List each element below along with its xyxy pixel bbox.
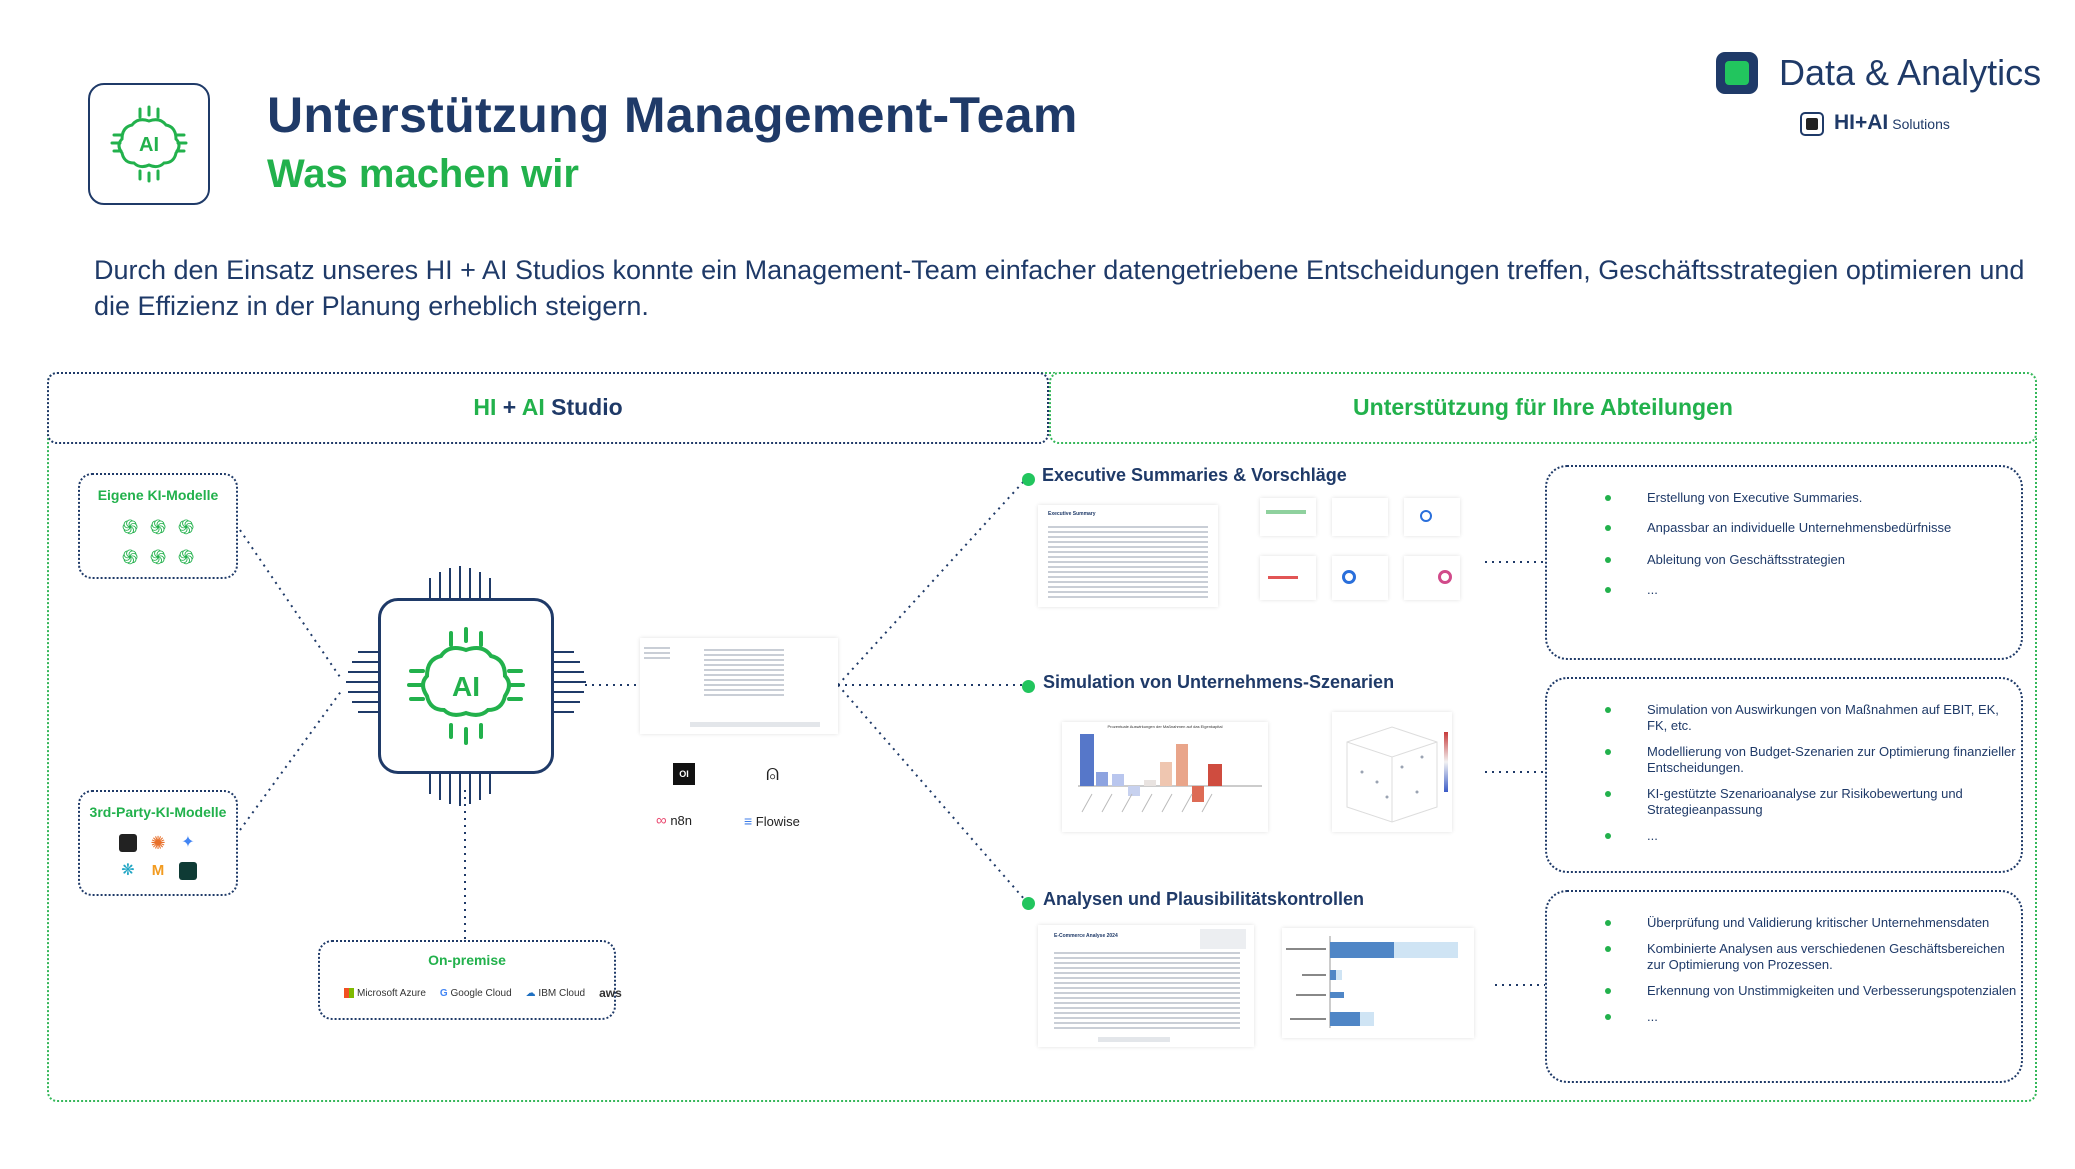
gemini-icon: ✦ bbox=[181, 834, 195, 851]
title-plus: + bbox=[502, 394, 517, 420]
perplexity-icon: ❋ bbox=[121, 862, 135, 879]
section-title-executive: Executive Summaries & Vorschläge bbox=[1042, 465, 1347, 485]
section-title-analysen: Analysen und Plausibilitätskontrollen bbox=[1043, 889, 1365, 909]
title-hi: HI bbox=[473, 394, 497, 420]
ibm-cloud-label: IBM Cloud bbox=[538, 987, 586, 999]
feature-box-simulation: Simulation von Auswirkungen von Maßnahme… bbox=[1545, 677, 2023, 873]
own-models-box: Eigene KI-Modelle ֍ ֍ ֍ ֍ ֍ ֍ bbox=[78, 473, 238, 579]
n8n-logo: ∞ n8n bbox=[656, 812, 693, 829]
google-cloud-label: Google Cloud bbox=[450, 987, 512, 999]
mistral-icon: M bbox=[151, 862, 165, 879]
section-bullet bbox=[1022, 897, 1035, 910]
openai-brain-icon: ֍ bbox=[149, 517, 167, 539]
section-title-simulation: Simulation von Unternehmens-Szenarien bbox=[1043, 672, 1395, 692]
openai-brain-icon: ֍ bbox=[149, 547, 167, 569]
scenario-3d-plot bbox=[1346, 726, 1448, 823]
aws-logo: aws bbox=[599, 986, 622, 1000]
intro-text: Durch den Einsatz unseres HI + AI Studio… bbox=[94, 255, 2025, 321]
brand-logo-icon bbox=[1716, 52, 1758, 94]
ecommerce-doc-title: E-Commerce Analyse 2024 bbox=[1054, 933, 1118, 939]
feature-item: Ableitung von Geschäftsstrategien bbox=[1547, 552, 2021, 568]
feature-item: Erstellung von Executive Summaries. bbox=[1547, 490, 2021, 506]
third-party-models-box: 3rd-Party-KI-Modelle ✺ ✦ ❋ M bbox=[78, 790, 238, 896]
header-logo: AI bbox=[88, 83, 210, 205]
title-ai: AI bbox=[521, 394, 545, 420]
scenario-3d-chart-thumbnail bbox=[1332, 712, 1452, 832]
on-premise-box: On-premise Microsoft Azure G Google Clou… bbox=[318, 940, 622, 1020]
openai-brain-icon: ֍ bbox=[121, 517, 139, 539]
ecommerce-bar-chart bbox=[1286, 936, 1458, 1028]
left-panel-header bbox=[47, 372, 1049, 444]
ecommerce-analysis-thumbnail: E-Commerce Analyse 2024 bbox=[1038, 925, 1254, 1047]
simulation-chart-title: Prozentuale Auswirkungen der Maßnahmen a… bbox=[1107, 724, 1223, 729]
feature-item: Überprüfung und Validierung kritischer U… bbox=[1547, 915, 2021, 931]
feature-item: KI-gestützte Szenarioanalyse zur Risikob… bbox=[1547, 786, 2021, 818]
third-party-models-title: 3rd-Party-KI-Modelle bbox=[89, 804, 227, 820]
openai-brain-icon: ֍ bbox=[121, 547, 139, 569]
claude-icon: ✺ bbox=[150, 833, 166, 853]
simulation-bar-chart-thumbnail: Prozentuale Auswirkungen der Maßnahmen a… bbox=[1062, 722, 1268, 832]
chip-pins bbox=[346, 566, 586, 806]
flowise-logo: ≡ Flowise bbox=[744, 813, 800, 829]
feature-item: ... bbox=[1547, 828, 2021, 844]
ai-chip: AI bbox=[378, 598, 554, 774]
openai-brain-icon: ֍ bbox=[177, 547, 195, 569]
page-subtitle: Was machen wir bbox=[267, 152, 579, 196]
studio-screenshot bbox=[640, 638, 838, 734]
feature-item: Kombinierte Analysen aus verschiedenen G… bbox=[1547, 941, 2021, 973]
title-studio: Studio bbox=[551, 394, 623, 420]
section-bullet bbox=[1022, 680, 1035, 693]
feature-box-executive: Erstellung von Executive Summaries. Anpa… bbox=[1545, 465, 2023, 660]
dashboard-thumbnails bbox=[1260, 498, 1460, 604]
section-bullet bbox=[1022, 473, 1035, 486]
right-panel-title: Unterstützung für Ihre Abteilungen bbox=[1353, 394, 1733, 420]
azure-logo: Microsoft Azure bbox=[344, 988, 426, 999]
simulation-bar-chart bbox=[1078, 734, 1262, 813]
feature-item: Modellierung von Budget-Szenarien zur Op… bbox=[1547, 744, 2021, 776]
feature-item: Erkennung von Unstimmigkeiten und Verbes… bbox=[1547, 983, 2021, 999]
open-webui-logo: OI bbox=[673, 763, 695, 785]
feature-item: ... bbox=[1547, 582, 2021, 598]
feature-item: Simulation von Auswirkungen von Maßnahme… bbox=[1547, 702, 2021, 734]
right-panel-header bbox=[1049, 372, 2037, 444]
ecommerce-bar-chart-thumbnail bbox=[1282, 928, 1474, 1038]
google-cloud-logo: G Google Cloud bbox=[439, 987, 512, 999]
on-premise-title: On-premise bbox=[428, 952, 506, 968]
ollama-icon: ⍝ bbox=[766, 760, 780, 785]
brand-sub-suffix: Solutions bbox=[1892, 116, 1950, 132]
brand-sub-name: HI+AI bbox=[1834, 111, 1889, 134]
azure-label: Microsoft Azure bbox=[357, 987, 426, 999]
executive-summary-doc-title: Executive Summary bbox=[1048, 511, 1096, 517]
ibm-cloud-logo: ☁ IBM Cloud bbox=[525, 987, 586, 999]
brand-name: Data & Analytics bbox=[1779, 52, 2042, 93]
openai-icon bbox=[119, 834, 137, 852]
feature-box-analysen: Überprüfung und Validierung kritischer U… bbox=[1545, 890, 2023, 1083]
feature-item: ... bbox=[1547, 1009, 2021, 1025]
page-title: Unterstützung Management-Team bbox=[267, 87, 1078, 143]
flowise-label: Flowise bbox=[755, 814, 800, 829]
ai-brain-chip-icon bbox=[407, 627, 525, 745]
left-panel-title: HI + AI Studio bbox=[47, 394, 1049, 421]
executive-summary-thumbnail: Executive Summary bbox=[1038, 505, 1218, 607]
own-models-title: Eigene KI-Modelle bbox=[97, 487, 219, 503]
n8n-label: n8n bbox=[670, 813, 693, 828]
chip-label: AI bbox=[452, 671, 480, 702]
feature-item: Anpassbar an individuelle Unternehmensbe… bbox=[1547, 520, 2021, 536]
deepseek-icon bbox=[179, 862, 197, 880]
hi-ai-logo-icon bbox=[1800, 112, 1824, 136]
openai-brain-icon: ֍ bbox=[177, 517, 195, 539]
svg-text:AI: AI bbox=[139, 134, 159, 156]
ai-brain-chip-icon: AI bbox=[110, 105, 188, 183]
